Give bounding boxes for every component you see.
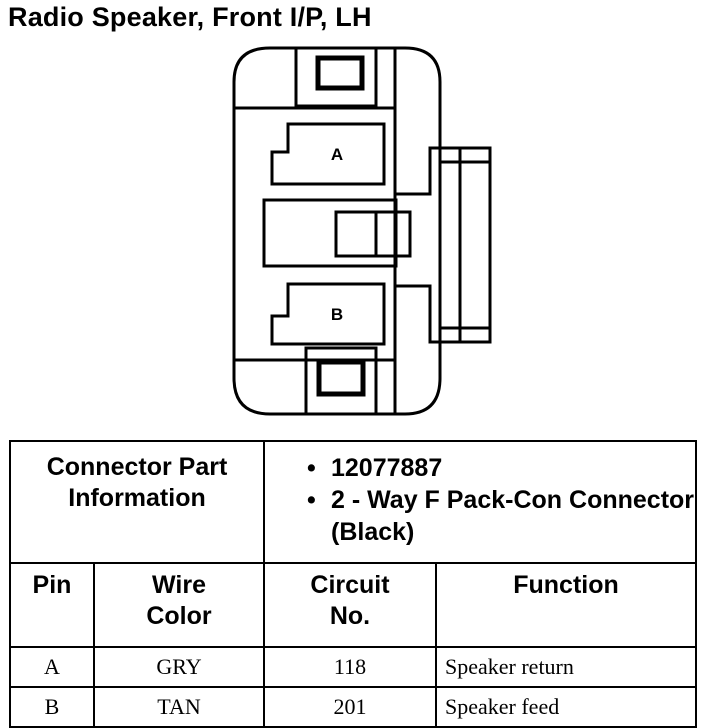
connector-info-table: Connector Part Information 12077887 2 - … bbox=[9, 440, 698, 728]
top-latch-inner bbox=[315, 55, 365, 91]
cell-pin: A bbox=[9, 646, 95, 688]
part-info-label: Connector Part Information bbox=[9, 440, 265, 564]
lock-tab bbox=[395, 146, 492, 344]
center-key bbox=[262, 198, 398, 268]
cavity-b bbox=[270, 282, 386, 346]
connector-diagram: A B bbox=[232, 46, 492, 416]
cavity-a bbox=[270, 122, 386, 186]
bottom-latch bbox=[304, 346, 378, 416]
cell-function: Speaker return bbox=[434, 646, 698, 688]
cell-circuit: 118 bbox=[263, 646, 437, 688]
table-row: A GRY 118 Speaker return bbox=[9, 646, 698, 688]
top-latch bbox=[294, 46, 378, 108]
table-row: B TAN 201 Speaker feed bbox=[9, 686, 698, 728]
header-pin: Pin bbox=[9, 562, 95, 648]
header-circuit-no: Circuit No. bbox=[263, 562, 437, 648]
center-key-pad bbox=[334, 210, 378, 258]
part-info-row: Connector Part Information 12077887 2 - … bbox=[9, 440, 698, 564]
column-header-row: Pin Wire Color Circuit No. Function bbox=[9, 562, 698, 648]
cell-function: Speaker feed bbox=[434, 686, 698, 728]
page-title: Radio Speaker, Front I/P, LH bbox=[8, 2, 372, 32]
connector-housing-outline bbox=[232, 46, 442, 416]
connector-type: 2 - Way F Pack-Con Connector (Black) bbox=[303, 484, 695, 548]
bottom-latch-inner bbox=[316, 359, 366, 397]
cell-circuit: 201 bbox=[263, 686, 437, 728]
part-number: 12077887 bbox=[303, 452, 695, 484]
cell-pin: B bbox=[9, 686, 95, 728]
pin-label-b: B bbox=[331, 305, 343, 324]
header-function: Function bbox=[434, 562, 698, 648]
pin-label-a: A bbox=[331, 145, 343, 164]
part-info-values: 12077887 2 - Way F Pack-Con Connector (B… bbox=[262, 440, 698, 564]
header-wire-color: Wire Color bbox=[93, 562, 265, 648]
cell-wire-color: TAN bbox=[93, 686, 265, 728]
cell-wire-color: GRY bbox=[93, 646, 265, 688]
